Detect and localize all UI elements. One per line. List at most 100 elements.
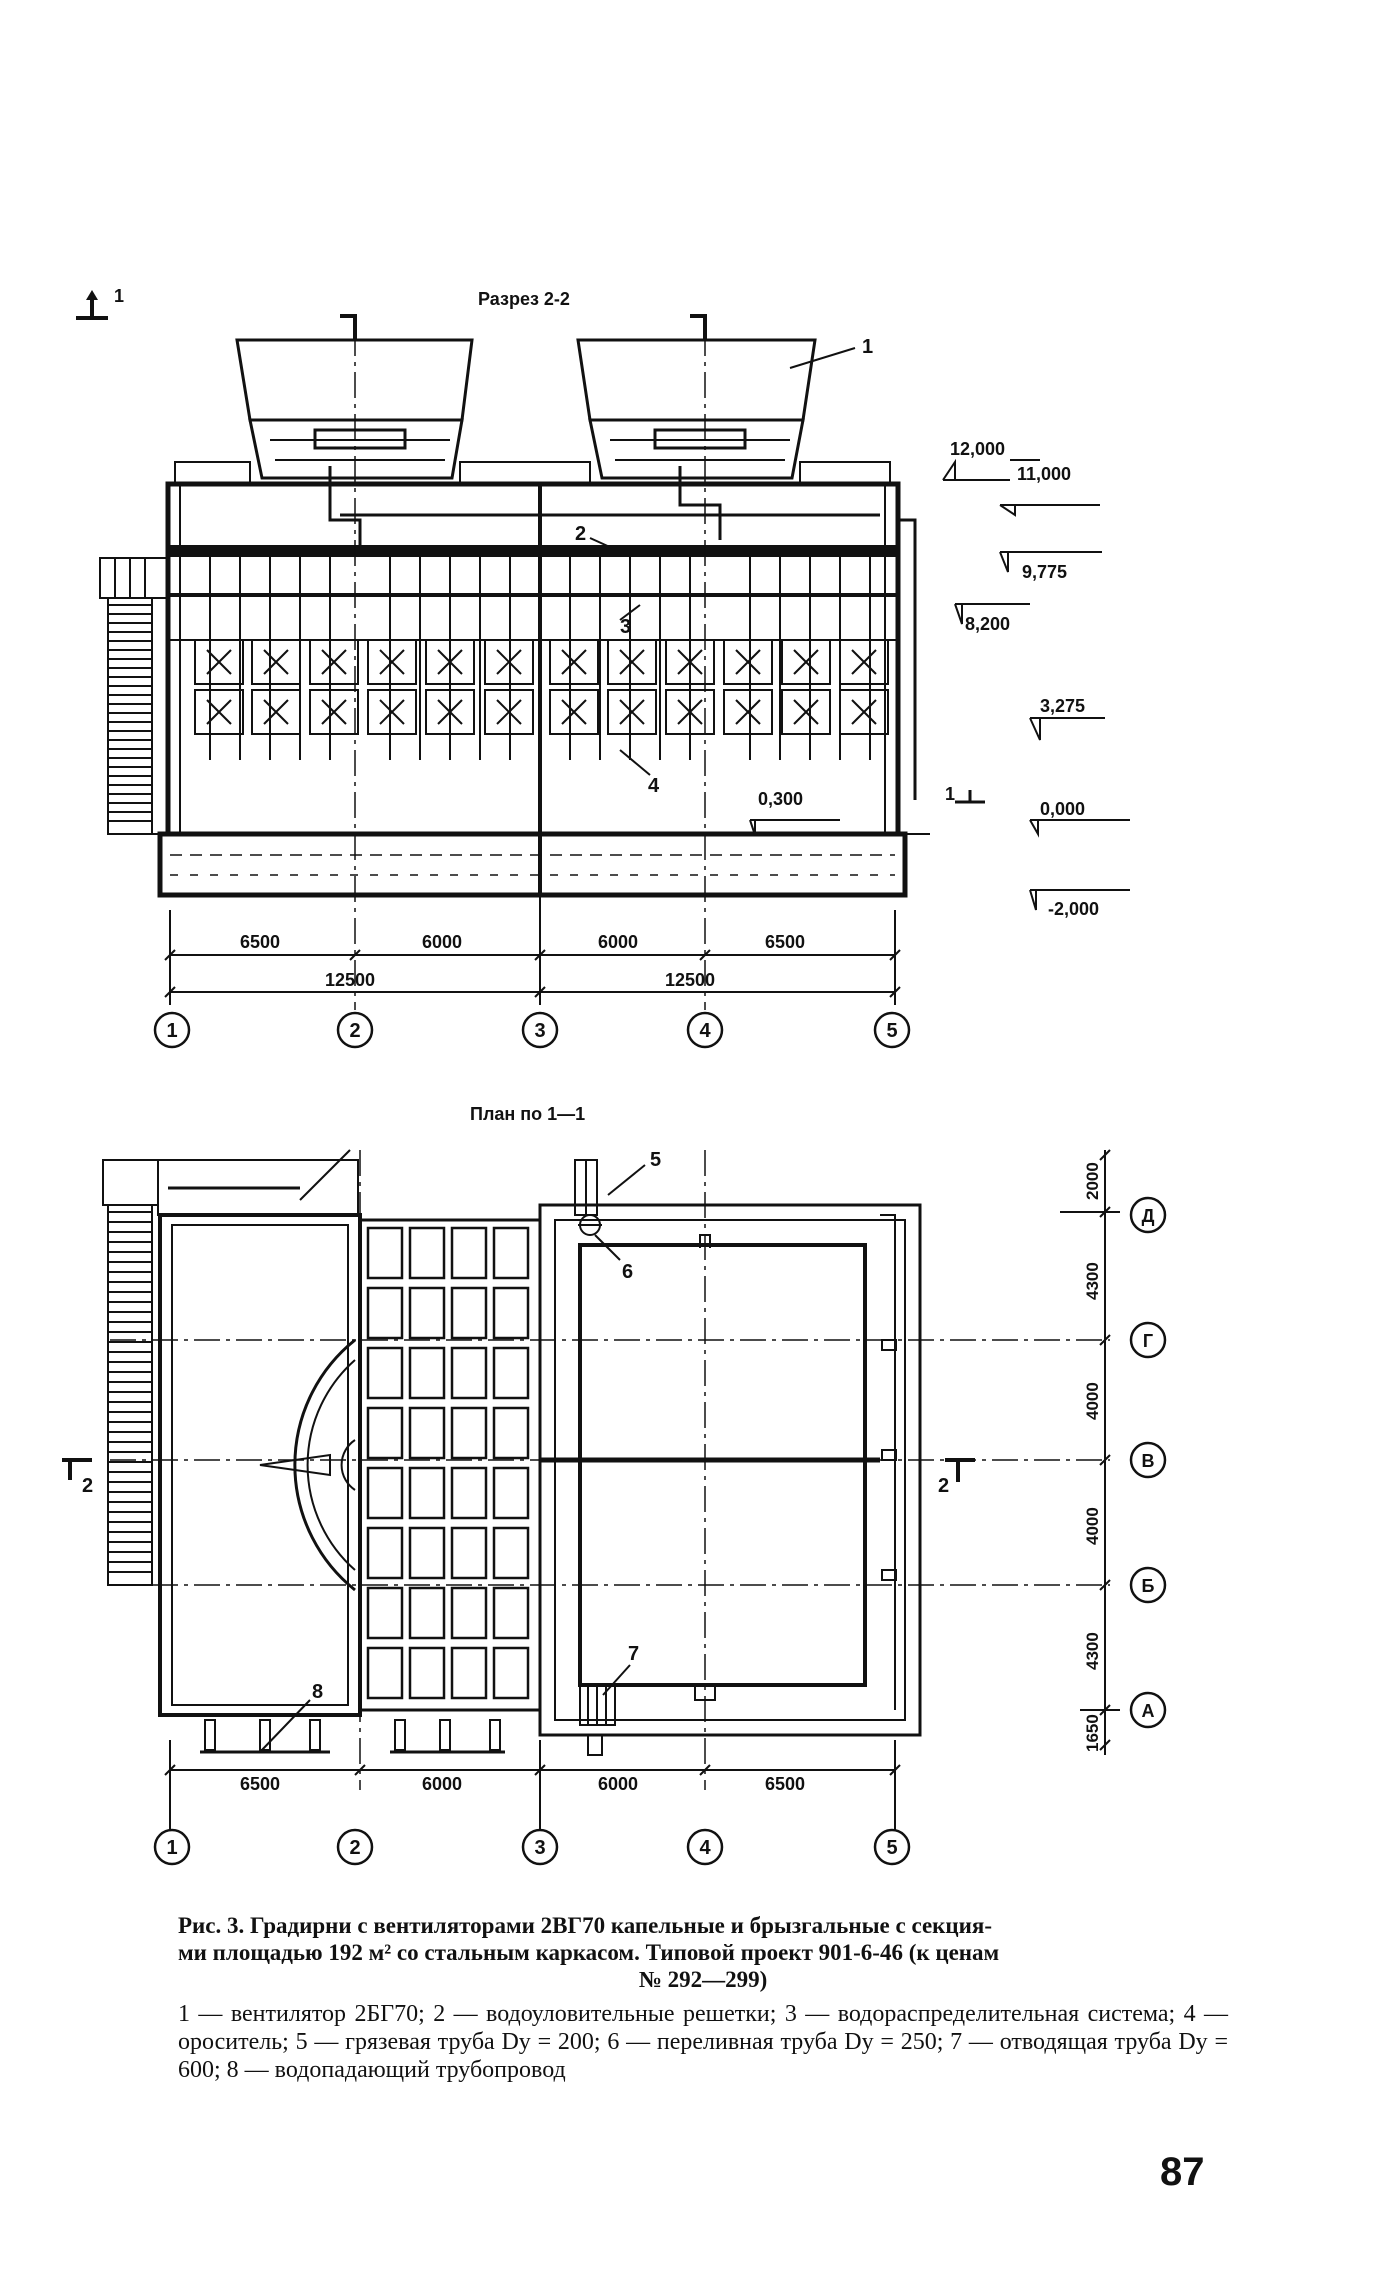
dim-right-4300-b: 4300 xyxy=(1083,1632,1102,1670)
page-number: 87 xyxy=(1160,2150,1205,2194)
level-12000: 12,000 xyxy=(950,439,1005,459)
louver-grid xyxy=(358,1218,542,1712)
dim-6500-b: 6500 xyxy=(765,932,805,952)
fill-pack xyxy=(194,689,244,735)
louver-cell xyxy=(450,1646,488,1700)
water-basin xyxy=(157,831,908,898)
louver-cell xyxy=(450,1526,488,1580)
louver-cell xyxy=(366,1346,404,1400)
legend-item-5: 5 — грязевая труба Dу = 200; xyxy=(295,2029,601,2055)
legend-item-2: 2 — водоуловительные решетки; xyxy=(433,2001,777,2027)
plan-dim-6000-a: 6000 xyxy=(422,1774,462,1794)
dim-right-4000-b: 4000 xyxy=(1083,1507,1102,1545)
plan-dim-6500-a: 6500 xyxy=(240,1774,280,1794)
fill-pack xyxy=(665,639,715,685)
callout-5: 5 xyxy=(650,1149,661,1171)
louver-cell xyxy=(366,1406,404,1460)
callout-1: 1 xyxy=(862,336,873,358)
legend-item-1: 1 — вентилятор 2БГ70; xyxy=(178,2001,425,2027)
supports xyxy=(200,1719,505,1754)
dim-6000-b: 6000 xyxy=(598,932,638,952)
louver-cell xyxy=(408,1586,446,1640)
louver-cell xyxy=(408,1226,446,1280)
plan-view: План по 1—1 xyxy=(62,1104,1167,1866)
dimension-lines-plan-bottom xyxy=(164,1740,901,1830)
louver-cell xyxy=(492,1346,530,1400)
dim-right-4300-a: 4300 xyxy=(1083,1262,1102,1300)
fill-pack xyxy=(194,639,244,685)
level-minus-2000: -2,000 xyxy=(1048,899,1099,919)
fill-pack xyxy=(251,689,301,735)
fill-pack xyxy=(781,639,831,685)
louver-cell xyxy=(450,1586,488,1640)
cut-marker-1 xyxy=(955,790,985,804)
axis-2: 2 xyxy=(349,1020,360,1042)
louver-cell xyxy=(366,1466,404,1520)
section-mark-label: 1 xyxy=(114,286,124,306)
legend-item-3: 3 — водораспределительная система; xyxy=(784,2001,1176,2027)
louver-cell xyxy=(366,1526,404,1580)
louver-cell xyxy=(366,1286,404,1340)
axis-5: 5 xyxy=(886,1020,897,1042)
plan-title: План по 1—1 xyxy=(470,1104,585,1124)
fill-pack xyxy=(549,689,599,735)
fill-pack xyxy=(425,639,475,685)
level-9775: 9,775 xyxy=(1022,562,1067,582)
fill-pack xyxy=(309,689,359,735)
dim-right-2000: 2000 xyxy=(1083,1162,1102,1200)
axis-G: Г xyxy=(1143,1331,1153,1351)
fill-pack xyxy=(425,689,475,735)
caption-line-1: Рис. 3. Градирни с вентиляторами 2ВГ70 к… xyxy=(178,1913,993,1938)
level-marks xyxy=(749,458,1130,911)
louver-cell xyxy=(408,1346,446,1400)
fill-pack xyxy=(251,639,301,685)
roof-parapet xyxy=(174,461,891,485)
fill-pack xyxy=(723,639,773,685)
axis-1: 1 xyxy=(166,1020,177,1042)
plan-axis-3: 3 xyxy=(534,1837,545,1859)
louver-cell xyxy=(408,1466,446,1520)
dimension-lines-plan-right xyxy=(1060,1149,1120,1755)
dim-right-1650: 1650 xyxy=(1083,1714,1102,1752)
callout-2: 2 xyxy=(575,523,586,545)
dim-12500-a: 12500 xyxy=(325,970,375,990)
dim-12500-b: 12500 xyxy=(665,970,715,990)
louver-cell xyxy=(450,1286,488,1340)
caption-line-3: № 292—299) xyxy=(638,1967,768,1992)
louver-cell xyxy=(450,1406,488,1460)
louver-cell xyxy=(366,1226,404,1280)
plan-dim-6000-b: 6000 xyxy=(598,1774,638,1794)
dimension-lines-section xyxy=(164,895,901,1005)
axis-bubbles-section xyxy=(153,1011,911,1049)
fill-pack xyxy=(607,639,657,685)
fill-pack xyxy=(839,689,889,735)
louver-cell xyxy=(408,1646,446,1700)
callout-6: 6 xyxy=(622,1261,633,1283)
louver-cell xyxy=(408,1406,446,1460)
plan-stair xyxy=(102,1159,159,1586)
fan-left xyxy=(235,338,474,480)
louver-cell xyxy=(450,1226,488,1280)
callout-leaders-plan xyxy=(259,1164,646,1753)
caption-line-2: ми площадью 192 м² со стальным каркасом.… xyxy=(178,1940,1000,1965)
axis-bubbles-plan-bottom xyxy=(153,1828,911,1866)
fan-right xyxy=(576,338,817,480)
louver-cell xyxy=(450,1346,488,1400)
callout-4: 4 xyxy=(648,775,660,797)
right-cut-label: 2 xyxy=(938,1475,949,1497)
louver-cell xyxy=(492,1646,530,1700)
level-11000: 11,000 xyxy=(1017,464,1071,484)
fill-pack xyxy=(665,689,715,735)
callout-8: 8 xyxy=(312,1681,323,1703)
figure-caption: Рис. 3. Градирни с вентиляторами 2ВГ70 к… xyxy=(178,1912,1228,1993)
legend-item-4: 4 — ороситель; xyxy=(178,2001,1229,2055)
legend-item-8: 8 — водопадающий трубопровод xyxy=(226,2057,566,2083)
plan-axis-1: 1 xyxy=(166,1837,177,1859)
plan-cut-markers xyxy=(62,1458,975,1482)
louver-cell xyxy=(492,1286,530,1340)
level-3275: 3,275 xyxy=(1040,696,1085,716)
louver-cell xyxy=(492,1466,530,1520)
legend-item-7: 7 — отводящая труба Dу = 600; xyxy=(178,2029,1228,2083)
fill-pack xyxy=(607,689,657,735)
fill-pack xyxy=(484,689,534,735)
